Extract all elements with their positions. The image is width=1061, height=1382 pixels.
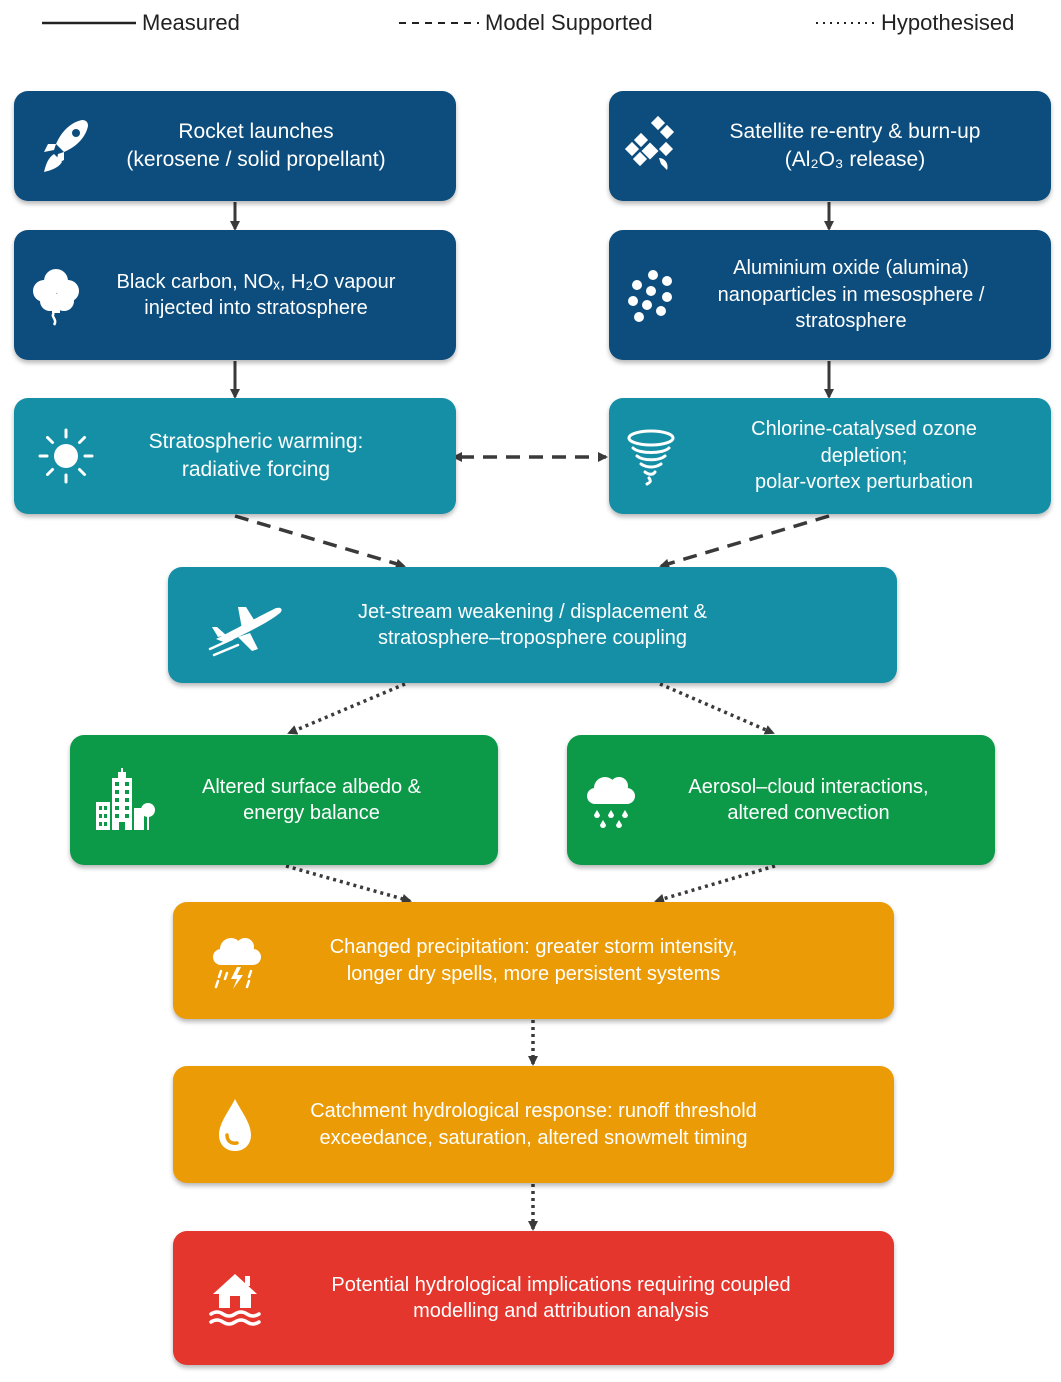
arrow-aerosol-to-precipitation	[654, 864, 776, 904]
jet-stream-line2: stratosphere–troposphere coupling	[377, 627, 688, 649]
aerosol-line2: altered convection	[727, 802, 890, 824]
legend-measured-label: Measured	[142, 10, 240, 35]
arrow-albedo-to-precipitation	[285, 864, 412, 904]
node-catchment-response: Catchment hydrological response: runoff …	[173, 1066, 894, 1183]
albedo-line2: energy balance	[243, 802, 380, 824]
flood-house-icon	[207, 1266, 263, 1330]
black-carbon-line1: Black carbon, NOₓ, H₂O vapour	[116, 270, 396, 293]
satellite-line2: (Al₂O₃ release)	[784, 148, 926, 171]
legend-model-supported: Model Supported	[399, 9, 653, 37]
ozone-line3: polar-vortex perturbation	[755, 471, 973, 494]
rain-cloud-icon	[583, 768, 639, 832]
dashed-line-swatch	[399, 22, 479, 24]
catchment-line2: exceedance, saturation, altered snowmelt…	[319, 1126, 748, 1149]
rocket-line1: Rocket launches	[178, 120, 334, 144]
node-surface-albedo: Altered surface albedo & energy balance	[70, 735, 498, 865]
node-ozone-depletion: Chlorine-catalysed ozone depletion; pola…	[609, 398, 1051, 514]
precipitation-line2: longer dry spells, more persistent syste…	[346, 962, 721, 985]
arrow-ozone-to-jet-stream	[659, 514, 830, 569]
jet-stream-line1: Jet-stream weakening / displacement &	[357, 600, 708, 623]
legend-hypothesised-label: Hypothesised	[881, 10, 1015, 35]
node-stratospheric-warming: Stratospheric warming: radiative forcing	[14, 398, 456, 514]
airplane-icon	[208, 593, 284, 657]
implications-line2: modelling and attribution analysis	[413, 1300, 709, 1322]
alumina-line1: Aluminium oxide (alumina)	[733, 257, 969, 280]
rocket-icon	[38, 114, 94, 178]
alumina-line3: stratosphere	[795, 310, 907, 333]
precipitation-line1: Changed precipitation: greater storm int…	[329, 936, 738, 959]
storm-cloud-icon	[207, 929, 263, 993]
legend-model-supported-label: Model Supported	[485, 10, 653, 35]
alumina-line2: nanoparticles in mesosphere /	[717, 283, 985, 306]
catchment-line1: Catchment hydrological response: runoff …	[310, 1100, 757, 1123]
city-icon	[92, 768, 156, 832]
node-hydrological-implications: Potential hydrological implications requ…	[173, 1231, 894, 1365]
node-black-carbon: Black carbon, NOₓ, H₂O vapour injected i…	[14, 230, 456, 360]
legend-hypothesised: Hypothesised	[815, 9, 1014, 37]
satellite-icon	[623, 114, 679, 178]
vortex-icon	[623, 424, 679, 488]
node-aerosol-cloud: Aerosol–cloud interactions, altered conv…	[567, 735, 995, 865]
arrow-jet-stream-to-aerosol	[659, 682, 775, 735]
satellite-line1: Satellite re-entry & burn-up	[729, 120, 981, 144]
node-alumina: Aluminium oxide (alumina) nanoparticles …	[609, 230, 1051, 360]
sun-icon	[38, 424, 94, 488]
rocket-line2: (kerosene / solid propellant)	[126, 148, 386, 171]
node-rocket-launches: Rocket launches (kerosene / solid propel…	[14, 91, 456, 201]
aerosol-line1: Aerosol–cloud interactions,	[688, 775, 929, 798]
implications-line1: Potential hydrological implications requ…	[331, 1273, 791, 1296]
black-carbon-line2: injected into stratosphere	[144, 297, 368, 319]
node-jet-stream: Jet-stream weakening / displacement & st…	[168, 567, 897, 683]
solid-line-swatch	[42, 21, 136, 25]
node-changed-precipitation: Changed precipitation: greater storm int…	[173, 902, 894, 1019]
albedo-line1: Altered surface albedo &	[201, 775, 422, 798]
arrow-warming-to-jet-stream	[234, 514, 406, 569]
water-drop-icon	[207, 1093, 263, 1157]
arrow-jet-stream-to-albedo	[287, 682, 406, 735]
warming-line2: radiative forcing	[181, 458, 331, 481]
node-satellite-reentry: Satellite re-entry & burn-up (Al₂O₃ rele…	[609, 91, 1051, 201]
smoke-cloud-icon	[28, 263, 84, 327]
particles-icon	[623, 263, 679, 327]
ozone-line1: Chlorine-catalysed ozone	[751, 418, 977, 441]
legend-measured: Measured	[42, 9, 240, 37]
ozone-line2: depletion;	[820, 444, 908, 467]
warming-line1: Stratospheric warming:	[148, 430, 364, 454]
dotted-line-swatch	[816, 22, 875, 24]
